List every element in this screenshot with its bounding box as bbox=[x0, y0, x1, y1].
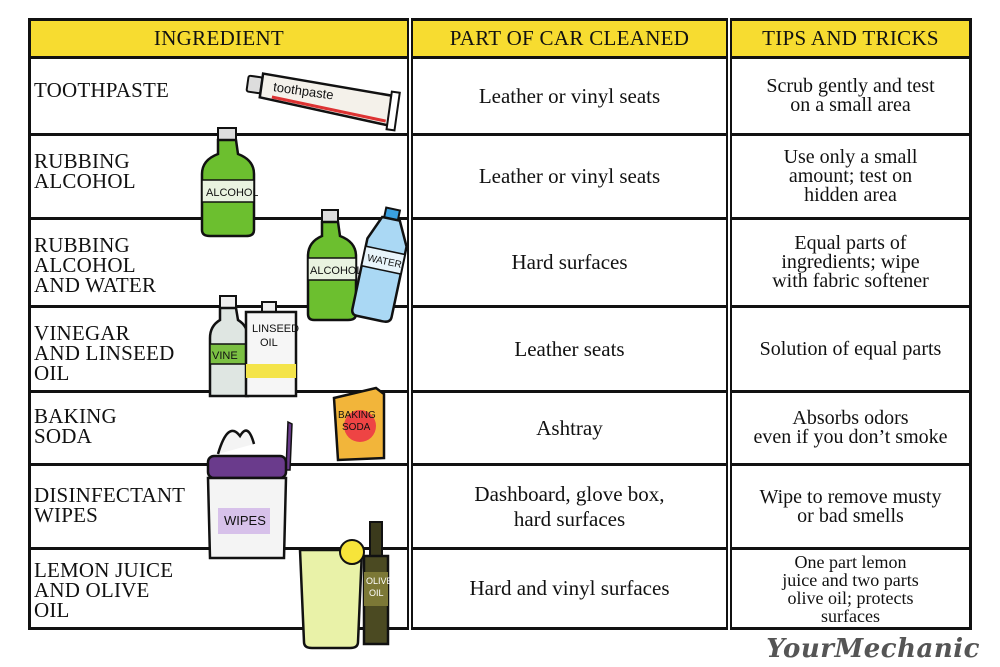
ingredient-vinegar-and-linseed-oil: VINEGAR AND LINSEED OIL bbox=[34, 321, 175, 385]
tip-cell-row-2: Use only a small amount; test on hidden … bbox=[783, 146, 918, 206]
part-cell-row-3: Hard surfaces bbox=[511, 250, 628, 274]
vinegar-bottle-label: VINE bbox=[212, 350, 238, 362]
part-cell-row-5: Ashtray bbox=[536, 415, 603, 440]
header-ingredient: INGREDIENT bbox=[31, 21, 407, 56]
ingredient-baking-soda: BAKING SODA bbox=[34, 404, 117, 448]
cleaning-ingredients-table: INGREDIENT PART OF CAR CLEANED TIPS AND … bbox=[28, 18, 972, 630]
alcohol-and-water-illustration: ALCOHOL WATER bbox=[306, 206, 408, 323]
ingredient-disinfectant-wipes: DISINFECTANT WIPES bbox=[34, 483, 186, 527]
ingredient-rubbing-alcohol-and-water: RUBBING ALCOHOL AND WATER bbox=[34, 233, 157, 297]
ingredient-rubbing-alcohol: RUBBING ALCOHOL bbox=[34, 149, 136, 193]
tip-cell-row-7: One part lemon juice and two parts olive… bbox=[782, 551, 919, 626]
toothpaste-tube-illustration: toothpaste bbox=[245, 72, 401, 132]
header-part-of-car-cleaned: PART OF CAR CLEANED bbox=[413, 21, 726, 56]
ingredient-toothpaste: TOOTHPASTE bbox=[34, 78, 170, 102]
tip-cell-row-5: Absorbs odors even if you don’t smoke bbox=[753, 407, 948, 448]
tip-cell-row-4: Solution of equal parts bbox=[759, 337, 942, 360]
part-cell-row-1: Leather or vinyl seats bbox=[478, 83, 661, 108]
tip-cell-row-1: Scrub gently and test on a small area bbox=[766, 75, 935, 116]
alcohol-bottle-illustration: ALCOHOL bbox=[200, 127, 258, 238]
alcohol-bottle-label: ALCOHOL bbox=[310, 265, 363, 277]
header-tips-and-tricks: TIPS AND TRICKS bbox=[732, 21, 969, 56]
part-cell-row-6: Dashboard, glove box, hard surfaces bbox=[474, 481, 665, 531]
part-cell-row-7: Hard and vinyl surfaces bbox=[469, 576, 670, 600]
part-cell-row-2: Leather or vinyl seats bbox=[478, 164, 661, 188]
yourmechanic-logo: YourMechanic bbox=[766, 634, 980, 664]
wipes-canister-label: WIPES bbox=[224, 513, 266, 528]
wipes-canister-illustration: WIPES bbox=[206, 420, 293, 560]
ingredient-lemon-juice-and-olive-oil: LEMON JUICE AND OLIVE OIL bbox=[34, 558, 174, 622]
alcohol-bottle-label: ALCOHOL bbox=[206, 187, 258, 199]
tip-cell-row-3: Equal parts of ingredients; wipe with fa… bbox=[772, 232, 929, 292]
tip-cell-row-6: Wipe to remove musty or bad smells bbox=[759, 485, 942, 527]
part-cell-row-4: Leather seats bbox=[514, 336, 625, 361]
